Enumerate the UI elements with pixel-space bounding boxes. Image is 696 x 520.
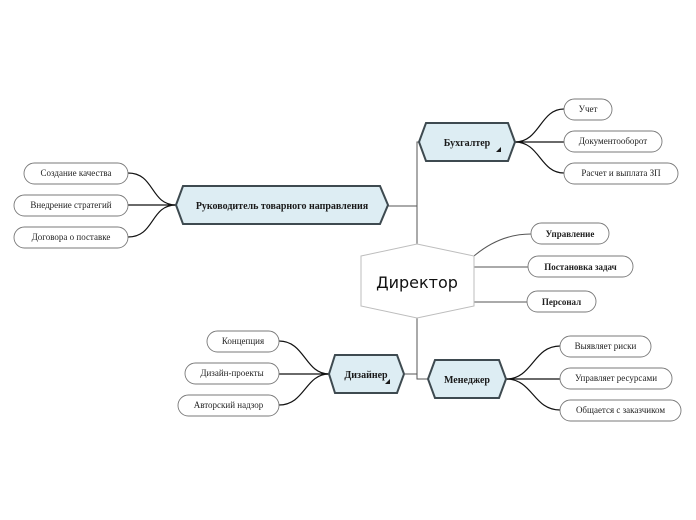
- topic-rukovoditel-label: Руководитель товарного направления: [196, 201, 369, 212]
- svg-text:Внедрение стратегий: Внедрение стратегий: [30, 200, 111, 210]
- connector-rukovoditel: [388, 205, 418, 244]
- svg-text:Управление: Управление: [546, 229, 595, 239]
- list-item[interactable]: Выявляет риски: [559, 335, 652, 358]
- expand-corner-icon[interactable]: [496, 147, 501, 152]
- topic-buhgalter[interactable]: Бухгалтер: [417, 122, 517, 162]
- connector-upravlenie: [473, 233, 532, 257]
- list-item[interactable]: Дизайн-проекты: [184, 362, 280, 385]
- svg-text:Персонал: Персонал: [542, 297, 581, 307]
- central-node-label: Директор: [376, 273, 458, 292]
- list-item[interactable]: Учет: [563, 98, 613, 121]
- svg-text:Учет: Учет: [579, 104, 598, 114]
- child-connectors: [127, 108, 565, 411]
- list-item[interactable]: Договора о поставке: [13, 226, 129, 249]
- svg-text:Договора о поставке: Договора о поставке: [32, 232, 111, 242]
- list-item[interactable]: Общается с заказчиком: [559, 399, 682, 422]
- central-node[interactable]: Директор: [360, 243, 475, 319]
- list-item[interactable]: Документооборот: [563, 130, 663, 153]
- dizayner-children: Концепция Дизайн-проекты Авторский надзо…: [177, 330, 280, 417]
- list-item[interactable]: Внедрение стратегий: [13, 194, 129, 217]
- list-item[interactable]: Постановка задач: [527, 255, 634, 278]
- list-item[interactable]: Персонал: [526, 290, 597, 313]
- svg-text:Дизайн-проекты: Дизайн-проекты: [200, 368, 263, 378]
- svg-text:Концепция: Концепция: [222, 336, 264, 346]
- svg-text:Создание качества: Создание качества: [40, 168, 111, 178]
- svg-text:Общается с заказчиком: Общается с заказчиком: [576, 405, 665, 415]
- expand-corner-icon[interactable]: [385, 379, 390, 384]
- svg-text:Авторский надзор: Авторский надзор: [194, 400, 264, 410]
- direct-subtopics: Управление Постановка задач Персонал: [526, 222, 634, 313]
- svg-text:Документооборот: Документооборот: [579, 136, 648, 146]
- list-item[interactable]: Управление: [530, 222, 610, 245]
- list-item[interactable]: Концепция: [206, 330, 280, 353]
- topic-menedzher[interactable]: Менеджер: [426, 359, 508, 399]
- list-item[interactable]: Управляет ресурсами: [559, 367, 673, 390]
- list-item[interactable]: Расчет и выплата ЗП: [563, 162, 679, 185]
- svg-text:Управляет ресурсами: Управляет ресурсами: [575, 373, 657, 383]
- topic-buhgalter-label: Бухгалтер: [444, 138, 491, 149]
- topic-dizayner[interactable]: Дизайнер: [327, 354, 406, 394]
- svg-text:Постановка задач: Постановка задач: [544, 262, 617, 272]
- buhgalter-children: Учет Документооборот Расчет и выплата ЗП: [563, 98, 679, 185]
- topic-menedzher-label: Менеджер: [444, 375, 490, 386]
- connector-menedzher: [416, 318, 428, 380]
- list-item[interactable]: Авторский надзор: [177, 394, 280, 417]
- topic-rukovoditel[interactable]: Руководитель товарного направления: [174, 185, 390, 225]
- list-item[interactable]: Создание качества: [23, 162, 129, 185]
- topic-dizayner-label: Дизайнер: [344, 370, 388, 381]
- connector-dizayner: [405, 318, 418, 375]
- svg-text:Выявляет риски: Выявляет риски: [575, 341, 637, 351]
- svg-text:Расчет и выплата ЗП: Расчет и выплата ЗП: [581, 168, 661, 178]
- rukovoditel-children: Создание качества Внедрение стратегий До…: [13, 162, 129, 249]
- menedzher-children: Выявляет риски Управляет ресурсами Общае…: [559, 335, 682, 422]
